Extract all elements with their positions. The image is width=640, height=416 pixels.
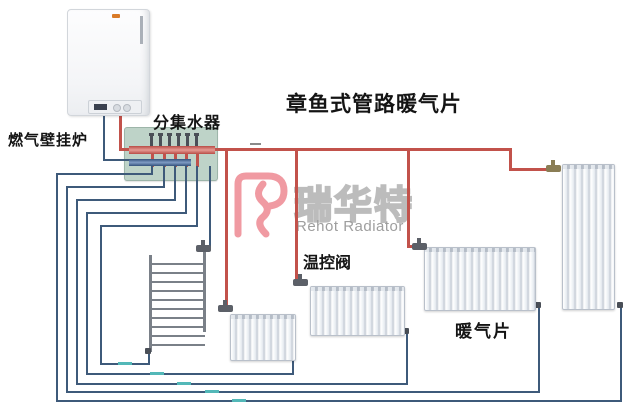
towel-radiator-rung: [151, 299, 205, 301]
towel-radiator-valve-icon: [196, 240, 211, 252]
manifold-valve-stem-icon: [158, 133, 163, 146]
watermark-brand-cn: 瑞华特: [293, 184, 415, 228]
return-left-v: [56, 173, 58, 402]
return-stair-h: [100, 225, 198, 227]
towel-radiator-rung: [151, 335, 205, 337]
return-left-v: [66, 186, 68, 393]
radiator-valve-icon: [218, 300, 233, 312]
pipe-elbow: [535, 302, 541, 308]
supply-pipe-to-tall-radiator: [509, 168, 549, 171]
return-bottom-h: [86, 373, 294, 375]
manifold: [124, 127, 218, 181]
manifold-supply-bar: [129, 146, 215, 154]
supply-branch-large-radiator: [407, 150, 410, 247]
manifold-red-drop: [196, 153, 199, 167]
return-riser-tall-radiator: [620, 306, 622, 402]
supply-branch-small-radiator: [225, 150, 228, 308]
return-left-v: [100, 225, 102, 365]
watermark-brand-en: Rehot Radiator: [296, 218, 404, 235]
manifold-drop-pipe: [174, 166, 176, 201]
pipe-label-mark: [205, 390, 219, 393]
boiler-knob: [123, 104, 131, 112]
return-left-v: [76, 199, 78, 385]
radiator-label: 暖气片: [455, 322, 512, 341]
pipe-elbow: [617, 302, 623, 308]
radiator-large: [424, 247, 536, 311]
towel-radiator-rung: [151, 326, 205, 328]
return-left-v: [86, 212, 88, 375]
return-riser-large-radiator: [538, 306, 540, 393]
pipe-elbow: [403, 328, 409, 334]
thermostatic-valve-label: 温控阀: [303, 255, 352, 272]
radiator-medium: [310, 286, 405, 336]
manifold-label: 分集水器: [153, 115, 222, 132]
return-riser-small-radiator: [292, 347, 294, 375]
supply-pipe-boiler-down: [119, 114, 122, 150]
towel-radiator-rung: [151, 272, 205, 274]
boiler-brand-mark: [112, 14, 120, 18]
pipe-mark: [250, 143, 261, 145]
radiator-valve-icon: [412, 238, 427, 250]
diagram-title: 章鱼式管路暖气片: [286, 93, 462, 116]
radiator-small: [230, 314, 296, 361]
radiator-tall: [562, 164, 615, 310]
boiler-label: 燃气壁挂炉: [8, 132, 89, 149]
manifold-return-bar: [129, 159, 191, 166]
pipe-elbow: [145, 348, 151, 354]
towel-radiator-left-rail: [149, 255, 152, 352]
towel-radiator-rung: [151, 290, 205, 292]
supply-pipe-step-down: [509, 148, 512, 171]
pipe-label-mark: [118, 362, 132, 365]
towel-radiator-rung: [151, 308, 205, 310]
rehot-logo-icon: [234, 172, 288, 238]
pipe-label-mark: [177, 382, 191, 385]
return-stair-h: [86, 212, 187, 214]
manifold-valve-stem-icon: [149, 133, 154, 146]
boiler-knob: [113, 104, 121, 112]
return-stair-h: [76, 199, 176, 201]
radiator-valve-icon: [546, 160, 561, 172]
return-bottom-h: [56, 400, 622, 402]
manifold-valve-stem-icon: [194, 133, 199, 146]
pipe-label-mark: [232, 399, 246, 402]
return-stair-h: [66, 186, 165, 188]
return-stair-h: [56, 173, 153, 175]
thermostatic-valve-icon: [293, 274, 308, 286]
return-riser-medium-radiator: [406, 331, 408, 385]
pipe-label-mark: [150, 372, 164, 375]
watermark: 瑞华特 Rehot Radiator: [230, 172, 450, 242]
boiler-control-panel: [88, 100, 142, 114]
manifold-drop-pipe: [151, 166, 153, 175]
return-bottom-h: [66, 391, 540, 393]
manifold-drop-pipe: [163, 166, 165, 188]
towel-radiator-rung: [151, 263, 205, 265]
supply-pipe-main: [212, 148, 512, 151]
towel-radiator-rung: [151, 344, 205, 346]
towel-radiator-rung: [151, 281, 205, 283]
return-pipe-boiler-down: [103, 114, 105, 161]
manifold-drop-pipe: [185, 166, 187, 214]
boiler-logo-strip: [140, 16, 143, 44]
manifold-valve-stem-icon: [167, 133, 172, 146]
gas-boiler: [67, 9, 150, 116]
towel-radiator-rung: [151, 317, 205, 319]
return-bottom-h: [76, 383, 408, 385]
supply-drop-towel-radiator: [209, 166, 211, 248]
return-riser-towel-radiator: [148, 351, 150, 365]
boiler-display: [94, 104, 107, 110]
supply-branch-medium-radiator: [295, 150, 298, 282]
manifold-valve-stem-icon: [185, 133, 190, 146]
manifold-drop-pipe: [196, 166, 198, 227]
manifold-valve-stem-icon: [176, 133, 181, 146]
